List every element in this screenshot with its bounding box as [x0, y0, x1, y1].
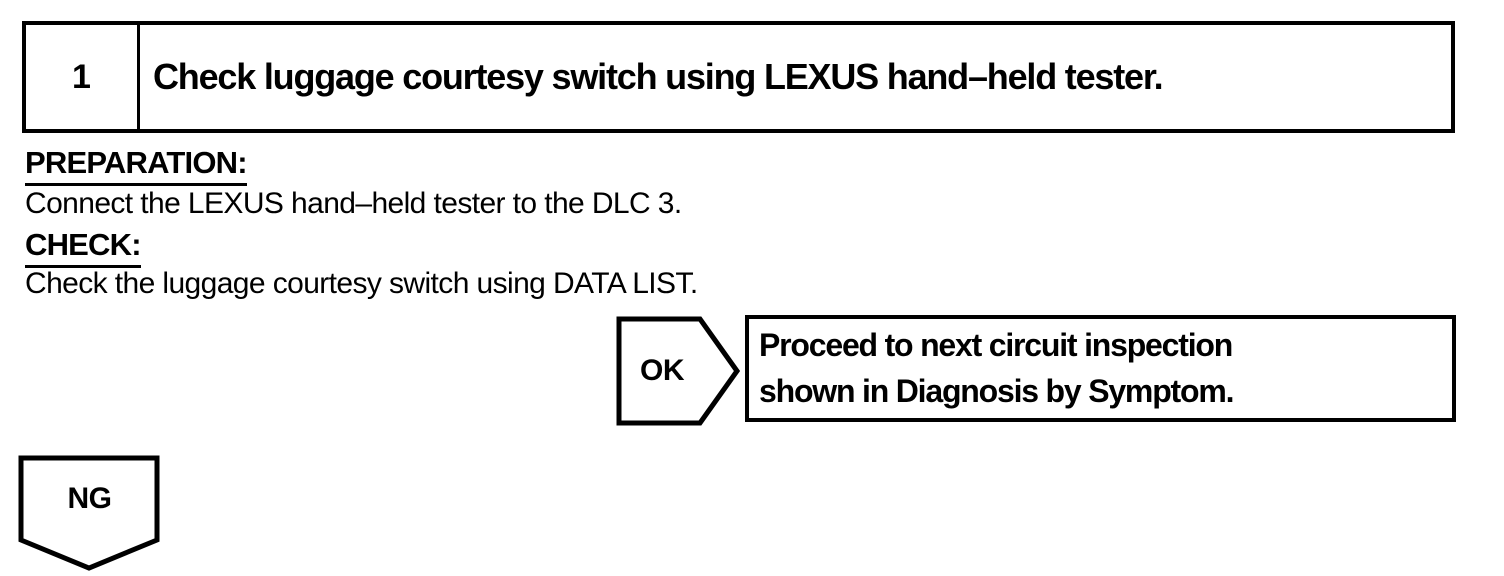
preparation-heading-text: PREPARATION: [25, 147, 248, 186]
ng-pentagon [18, 455, 160, 571]
preparation-body: Connect the LEXUS hand–held tester to th… [25, 187, 682, 220]
step-title: Check luggage courtesy switch using LEXU… [153, 56, 1164, 97]
check-heading: CHECK: [25, 229, 142, 268]
step-number: 1 [72, 57, 91, 96]
step-title-cell: Check luggage courtesy switch using LEXU… [140, 25, 1451, 129]
check-heading-text: CHECK: [25, 229, 142, 268]
ok-pentagon [616, 316, 740, 426]
ok-result-box: Proceed to next circuit inspection shown… [745, 315, 1456, 422]
ok-connector-shape [616, 316, 740, 426]
ng-connector-shape [18, 455, 160, 571]
step-number-cell: 1 [26, 25, 140, 129]
ok-result-line-1: Proceed to next circuit inspection [759, 327, 1233, 363]
ok-connector-label: OK [640, 354, 685, 387]
step-header-table: 1 Check luggage courtesy switch using LE… [22, 21, 1455, 133]
preparation-heading: PREPARATION: [25, 147, 248, 186]
ok-result-line-2: shown in Diagnosis by Symptom. [759, 373, 1234, 409]
check-body: Check the luggage courtesy switch using … [25, 267, 698, 300]
ng-connector-label: NG [67, 482, 113, 515]
